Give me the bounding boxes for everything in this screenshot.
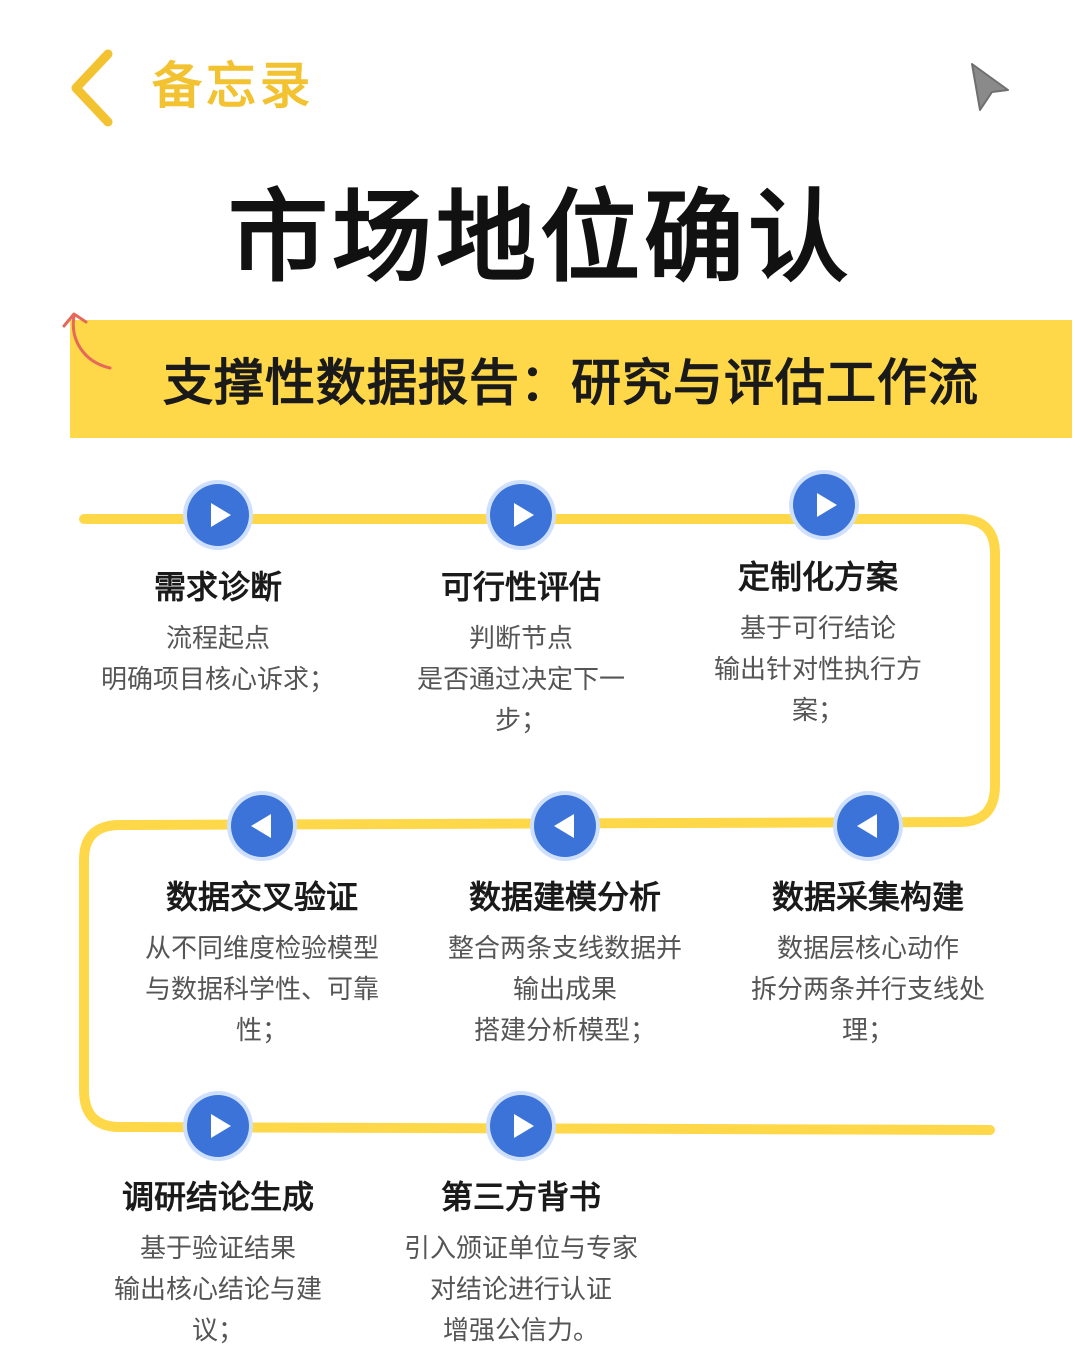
step-description: 引入颁证单位与专家对结论进行认证增强公信力。 [376, 1229, 666, 1352]
step-node-6[interactable] [837, 795, 899, 857]
step-description: 从不同维度检验模型与数据科学性、可靠性； [117, 929, 407, 1052]
step-description-line: 引入颁证单位与专家 [403, 1234, 638, 1264]
step-description-line: 基于可行结论 [739, 614, 896, 644]
step-description-line: 增强公信力。 [442, 1316, 599, 1346]
step-title: 需求诊断 [153, 568, 282, 606]
step-description-line: 输出针对性执行方 [713, 655, 922, 685]
step-description-line: 流程起点 [165, 624, 270, 654]
step-title: 调研结论生成 [121, 1178, 314, 1216]
step-title: 第三方背书 [440, 1178, 601, 1216]
step-description-line: 性； [235, 1016, 288, 1046]
play-icon [211, 1114, 231, 1138]
step-description: 整合两条支线数据并输出成果搭建分析模型； [420, 929, 710, 1052]
step-description-line: 议； [191, 1316, 244, 1346]
play-icon [514, 1114, 534, 1138]
step-node-5[interactable] [534, 795, 596, 857]
step-description-line: 对结论进行认证 [429, 1275, 612, 1305]
step-node-1[interactable] [187, 484, 249, 546]
step-description-line: 搭建分析模型； [473, 1016, 656, 1046]
subtitle-banner [70, 320, 1072, 438]
curved-arrow-icon [62, 312, 112, 370]
step-description: 基于验证结果输出核心结论与建议； [73, 1229, 363, 1352]
step-title: 数据采集构建 [771, 878, 964, 916]
step-description-line: 是否通过决定下一 [416, 665, 625, 695]
play-left-icon [251, 814, 271, 838]
play-left-icon [857, 814, 877, 838]
step-node-4[interactable] [231, 795, 293, 857]
step-description-line: 输出成果 [512, 975, 617, 1005]
step-description-line: 从不同维度检验模型 [144, 934, 379, 964]
step-title: 数据建模分析 [468, 878, 661, 916]
step-description-line: 与数据科学性、可靠 [144, 975, 379, 1005]
play-icon [514, 503, 534, 527]
step-description-line: 基于验证结果 [139, 1234, 296, 1264]
play-icon [211, 503, 231, 527]
step-node-7[interactable] [187, 1095, 249, 1157]
step-description: 数据层核心动作拆分两条并行支线处理； [723, 929, 1013, 1052]
pointer-arrow-icon [971, 63, 1009, 111]
step-description: 基于可行结论输出针对性执行方案； [688, 609, 948, 732]
step-description-line: 整合两条支线数据并 [447, 934, 682, 964]
subtitle-text: 支撑性数据报告：研究与评估工作流 [163, 354, 979, 412]
step-description-line: 明确项目核心诉求； [100, 665, 335, 695]
step-description-line: 理； [841, 1016, 894, 1046]
step-description-line: 步； [494, 706, 547, 736]
step-description: 流程起点明确项目核心诉求； [68, 619, 368, 701]
step-description-line: 数据层核心动作 [776, 934, 959, 964]
play-left-icon [554, 814, 574, 838]
play-icon [817, 493, 837, 517]
app-title: 备忘录 [152, 57, 314, 115]
step-description-line: 判断节点 [468, 624, 573, 654]
page-title: 市场地位确认 [228, 179, 852, 296]
step-description-line: 拆分两条并行支线处 [750, 975, 985, 1005]
step-node-2[interactable] [490, 484, 552, 546]
step-node-3[interactable] [793, 474, 855, 536]
step-description-line: 输出核心结论与建 [113, 1275, 322, 1305]
step-title: 可行性评估 [440, 568, 601, 606]
step-title: 定制化方案 [737, 558, 898, 596]
chevron-left-icon[interactable] [64, 48, 124, 128]
step-node-8[interactable] [490, 1095, 552, 1157]
step-description-line: 案； [791, 696, 844, 726]
step-title: 数据交叉验证 [165, 878, 358, 916]
step-description: 判断节点是否通过决定下一步； [391, 619, 651, 742]
